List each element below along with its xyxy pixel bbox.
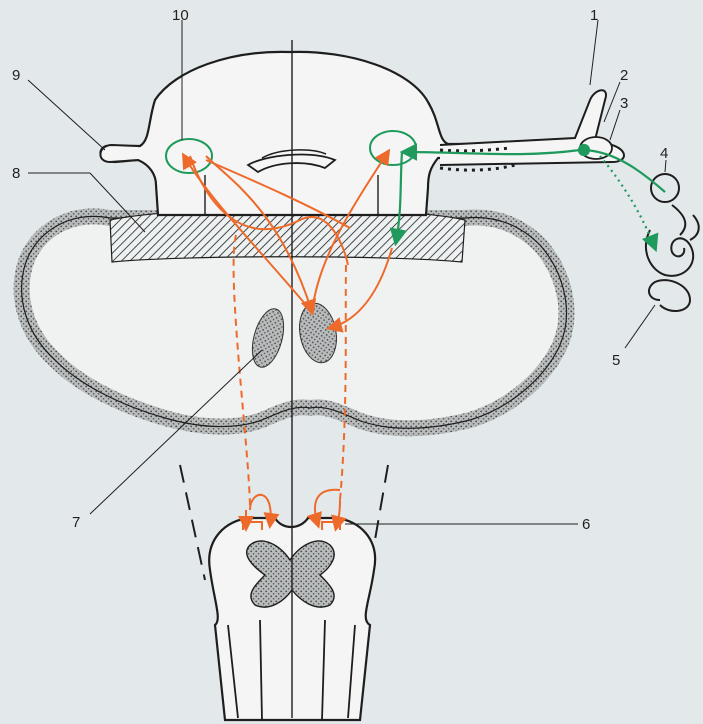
label-8: 8: [12, 165, 20, 182]
label-2: 2: [620, 67, 628, 84]
label-9: 9: [12, 67, 20, 84]
label-4: 4: [660, 145, 668, 162]
label-10: 10: [172, 7, 189, 24]
label-1: 1: [590, 7, 598, 24]
label-7: 7: [72, 514, 80, 531]
label-3: 3: [620, 95, 628, 112]
nerve-stub-left: [100, 145, 138, 162]
label-5: 5: [612, 352, 620, 369]
label-6: 6: [582, 516, 590, 533]
brainstem: [100, 52, 600, 215]
